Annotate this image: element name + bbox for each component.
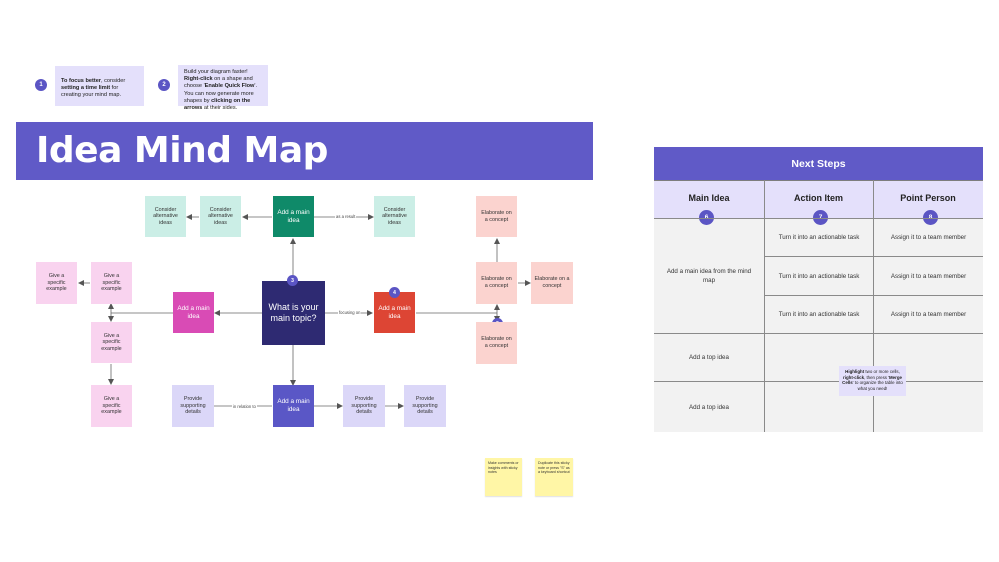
edge-label-focusing: focusing on: [338, 310, 362, 315]
tip-1-text: , consider: [101, 78, 126, 84]
sticky-note-1[interactable]: Make comments or insights with sticky no…: [485, 458, 522, 496]
node-main-left[interactable]: Add a main idea: [173, 292, 214, 333]
badge-6: 6: [699, 210, 714, 225]
cell-main-idea-1[interactable]: Add a main idea from the mind map: [666, 268, 752, 284]
header-point-person-label: Point Person: [900, 193, 956, 203]
cell-person-2[interactable]: Assign it to a team member: [890, 272, 967, 280]
cell-person-3[interactable]: Assign it to a team member: [890, 311, 967, 318]
tip-2-text-3: '. You can now generate more shapes by: [184, 83, 258, 104]
table-line: [654, 333, 983, 334]
merge-tip-bold-2: right-click: [843, 374, 865, 380]
node-example-1[interactable]: Give a specific example: [36, 262, 77, 304]
table-line: [873, 180, 874, 432]
node-elaborate-bottom[interactable]: Elaborate on a concept: [476, 322, 517, 364]
node-details-2[interactable]: Provide supporting details: [343, 385, 385, 427]
node-elaborate-right[interactable]: Elaborate on a concept: [531, 262, 573, 304]
cell-action-3[interactable]: Turn it into an actionable task: [778, 311, 860, 318]
table-title: Next Steps: [654, 147, 983, 180]
merge-tip-bold-3: Merge Cells: [842, 374, 902, 386]
cell-top-idea-2[interactable]: Add a top idea: [689, 403, 729, 411]
cell-action-1[interactable]: Turn it into an actionable task: [778, 234, 860, 241]
edge-label-result: as a result: [335, 214, 357, 219]
cell-person-1[interactable]: Assign it to a team member: [890, 234, 967, 241]
node-center-topic[interactable]: What is your main topic?: [262, 281, 325, 345]
header-main-idea-label: Main Idea: [688, 193, 730, 203]
tip-1-bold: To focus better: [61, 78, 101, 84]
merge-tip-text-2: , then press ': [864, 374, 890, 380]
merge-tip-bold: Highlight: [845, 369, 865, 374]
merge-tip-text-3: ' to organize the table into what you ne…: [852, 380, 903, 391]
node-main-right[interactable]: Add a main idea: [374, 292, 415, 333]
tip-2-badge: 2: [158, 79, 170, 91]
page-title: Idea Mind Map: [36, 130, 328, 171]
tip-2-text-2: on a shape and choose ': [184, 76, 253, 90]
tip-2-bold: Right-click: [184, 76, 213, 83]
node-consider-1[interactable]: Consider alternative ideas: [145, 196, 186, 237]
node-consider-2[interactable]: Consider alternative ideas: [200, 196, 241, 237]
tip-1-bold-2: setting a time limit: [61, 85, 111, 92]
next-steps-table: Next Steps Main Idea Action Item Point P…: [654, 147, 983, 432]
tip-2-bold-2: Enable Quick Flow: [204, 83, 255, 90]
table-line: [654, 381, 983, 382]
node-details-1[interactable]: Provide supporting details: [172, 385, 214, 427]
header-action-item-label: Action Item: [793, 193, 843, 203]
node-example-3[interactable]: Give a specific example: [91, 322, 132, 363]
node-example-4[interactable]: Give a specific example: [91, 385, 132, 427]
node-elaborate-mid[interactable]: Elaborate on a concept: [476, 262, 517, 304]
tip-2-bold-3: clicking on the arrows: [184, 97, 251, 112]
tip-1-badge: 1: [35, 79, 47, 91]
table-line: [654, 180, 983, 181]
merge-cells-tip[interactable]: Highlight two or more cells, right-click…: [839, 366, 906, 396]
node-main-top[interactable]: Add a main idea: [273, 196, 314, 237]
node-elaborate-top[interactable]: Elaborate on a concept: [476, 196, 517, 237]
tip-1-text-2: for creating your mind map.: [61, 85, 122, 99]
edge-label-relation: in relation to: [232, 404, 257, 409]
table-line: [654, 218, 983, 219]
badge-3: 3: [287, 275, 298, 286]
badge-8: 8: [923, 210, 938, 225]
table-line: [764, 180, 765, 432]
node-main-bottom[interactable]: Add a main idea: [273, 385, 314, 427]
badge-4: 4: [389, 287, 400, 298]
tip-2-text: Build your diagram faster!: [184, 69, 248, 75]
node-details-3[interactable]: Provide supporting details: [404, 385, 446, 427]
sticky-note-2[interactable]: Duplicate this sticky note or press "S" …: [535, 458, 573, 496]
cell-action-2[interactable]: Turn it into an actionable task: [778, 272, 860, 280]
tip-2-card[interactable]: Build your diagram faster! Right-click o…: [178, 65, 268, 111]
node-example-2[interactable]: Give a specific example: [91, 262, 132, 304]
cell-top-idea-1[interactable]: Add a top idea: [689, 354, 729, 361]
tip-1-card[interactable]: To focus better, consider setting a time…: [55, 66, 144, 106]
merge-tip-text: two or more cells,: [864, 369, 900, 374]
title-banner: Idea Mind Map: [16, 122, 593, 180]
node-consider-3[interactable]: Consider alternative ideas: [374, 196, 415, 237]
tip-2-text-4: at their sides.: [202, 105, 238, 112]
badge-7: 7: [813, 210, 828, 225]
